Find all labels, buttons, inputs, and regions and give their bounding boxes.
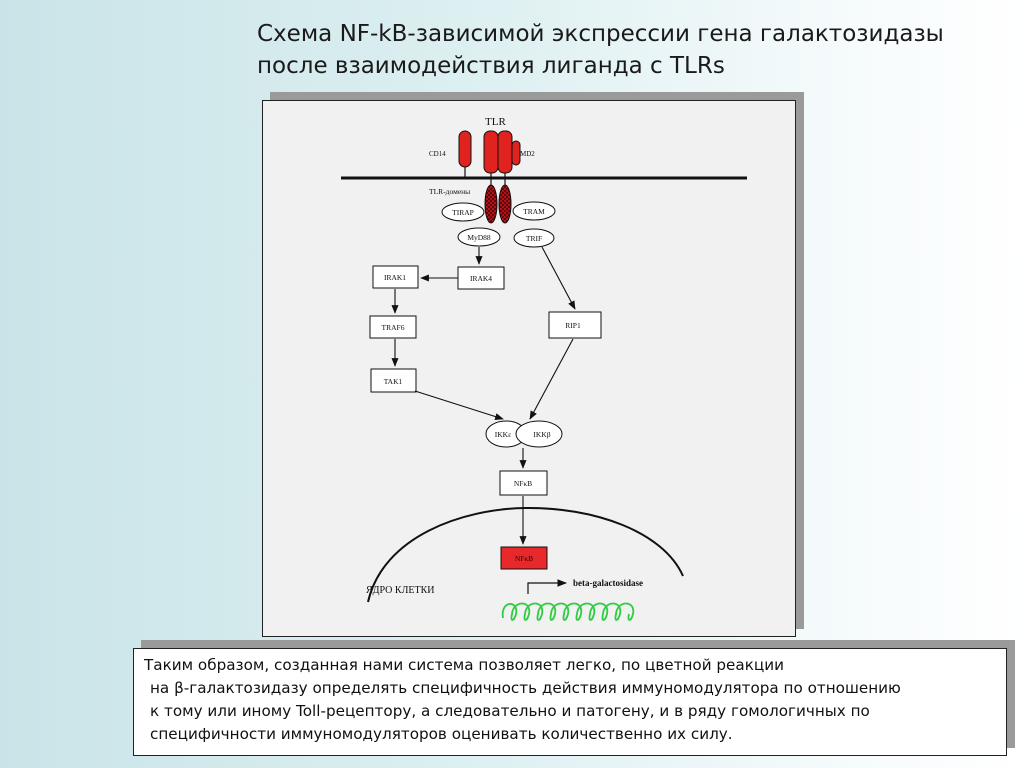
trif-node	[513, 228, 555, 248]
md2-protein	[511, 140, 521, 166]
tlr-domains-label: TLR-домены	[429, 187, 470, 196]
nfkb-nucleus-node	[500, 546, 548, 570]
tak1-node	[370, 368, 417, 393]
tlr-domain-right	[498, 184, 512, 224]
nuclear-envelope	[367, 506, 684, 603]
tlr-domain-left	[484, 184, 498, 224]
irak1-label: IRAK1	[384, 273, 406, 282]
title-line-2: после взаимодействия лиганда с TLRs	[257, 53, 725, 79]
pathway-diagram-svg: TLR CD14 MD2 TLR-домены TIRAP TRAM MyD88…	[341, 116, 747, 621]
arrow-trif-rip1	[541, 246, 576, 310]
cd14-label: CD14	[429, 150, 446, 158]
nfkb-cytoplasm-label: NFκB	[514, 479, 532, 488]
ikke-label: IKKε	[495, 430, 511, 439]
promoter-arrow	[527, 579, 567, 594]
pathway-diagram: TLR CD14 MD2 TLR-домены TIRAP TRAM MyD88…	[262, 100, 796, 637]
traf6-label: TRAF6	[382, 323, 405, 332]
tram-node	[512, 201, 556, 221]
arrow-tak1-ikk	[414, 390, 504, 420]
tirap-label: TIRAP	[452, 208, 474, 217]
rip1-label: RIP1	[565, 321, 581, 330]
irak1-node	[372, 265, 419, 289]
tlr-receptor-right	[497, 130, 513, 174]
rip1-node	[548, 311, 602, 339]
trif-label: TRIF	[526, 234, 542, 243]
myd88-label: MyD88	[467, 233, 491, 242]
page-title: Схема NF-kB-зависимой экспрессии гена га…	[257, 18, 997, 82]
gene-coil-path	[501, 602, 635, 621]
arrow-rip1-ikk	[529, 338, 574, 420]
tlr-receptor-left	[483, 130, 499, 174]
gene-coil	[501, 602, 635, 621]
md2-label: MD2	[520, 150, 535, 158]
gene-label: beta-galactosidase	[573, 578, 643, 588]
myd88-node	[457, 227, 501, 247]
cd14-receptor	[458, 130, 472, 168]
tram-label: TRAM	[523, 207, 545, 216]
nucleus-label: ЯДРО КЛЕТКИ	[366, 585, 434, 596]
caption-line-4: специфичности иммуномодуляторов оцениват…	[150, 725, 733, 743]
tak1-label: TAK1	[384, 377, 403, 386]
traf6-node	[369, 315, 417, 339]
nfkb-cytoplasm-node	[499, 470, 548, 496]
title-line-1: Схема NF-kB-зависимой экспрессии гена га…	[257, 21, 944, 47]
tirap-node	[441, 202, 485, 222]
nfkb-nucleus-label: NFκB	[515, 554, 533, 563]
ikkb-node	[515, 420, 563, 448]
caption-line-2: на β-галактозидазу определять специфично…	[150, 679, 901, 697]
conclusion-caption: Таким образом, созданная нами система по…	[133, 648, 1007, 756]
tlr-label: TLR	[485, 116, 506, 128]
pathway-arrows	[391, 246, 576, 545]
irak4-label: IRAK4	[470, 274, 492, 283]
ikkb-label: IKKβ	[533, 430, 550, 439]
caption-line-3: к тому или иному Toll-рецептору, а следо…	[150, 702, 870, 720]
caption-line-1: Таким образом, созданная нами система по…	[144, 656, 784, 674]
